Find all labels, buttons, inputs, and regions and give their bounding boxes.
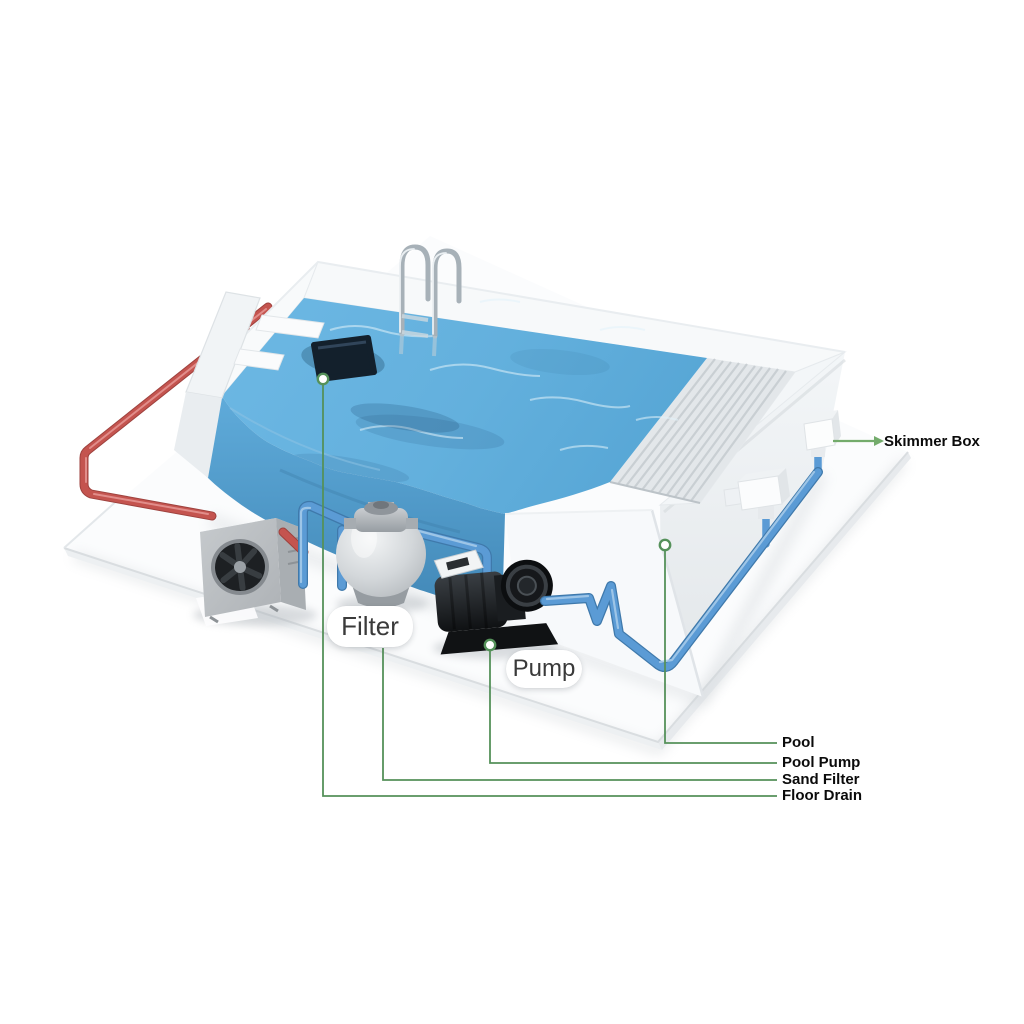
pool-water-cutaway: [206, 396, 505, 618]
floor-drain: [301, 335, 460, 433]
floor-drain-marker: [316, 372, 330, 386]
sand-filter-tank: [336, 501, 426, 608]
filter-multiport-valve: [344, 501, 418, 532]
callout-label-floor-drain: Floor Drain: [782, 787, 863, 804]
pool-outer-wall-right: [660, 352, 845, 672]
blue-pipe-filter-loop: [298, 500, 492, 591]
filter-tag: Filter: [327, 606, 413, 647]
pool-marker: [658, 538, 672, 552]
blue-pipe-return-run: [540, 467, 823, 672]
skimmer-box-upper: [803, 410, 841, 457]
callout-label-pool: Pool: [782, 734, 815, 751]
callout-label-skimmer-box: Skimmer Box: [884, 433, 980, 450]
pool-ladder: [399, 244, 462, 357]
heat-pump-fan: [211, 538, 269, 596]
pool-pump-unit: [433, 549, 559, 655]
callout-lines: [316, 372, 884, 797]
pool-pump-marker: [483, 638, 497, 652]
pump-tag: Pump: [506, 650, 582, 688]
deck-return-pads: [233, 314, 325, 371]
pool: [174, 244, 847, 698]
skimmer-box-lower: [723, 468, 790, 519]
callout-label-pool-pump: Pool Pump: [782, 754, 861, 771]
cut-wall-wedge: [174, 291, 261, 478]
callout-label-sand-filter: Sand Filter: [782, 771, 860, 788]
pool-cover-slats: [609, 358, 795, 504]
skimmer-arrow-icon: [833, 436, 884, 446]
pump-strainer-lid: [500, 559, 553, 612]
